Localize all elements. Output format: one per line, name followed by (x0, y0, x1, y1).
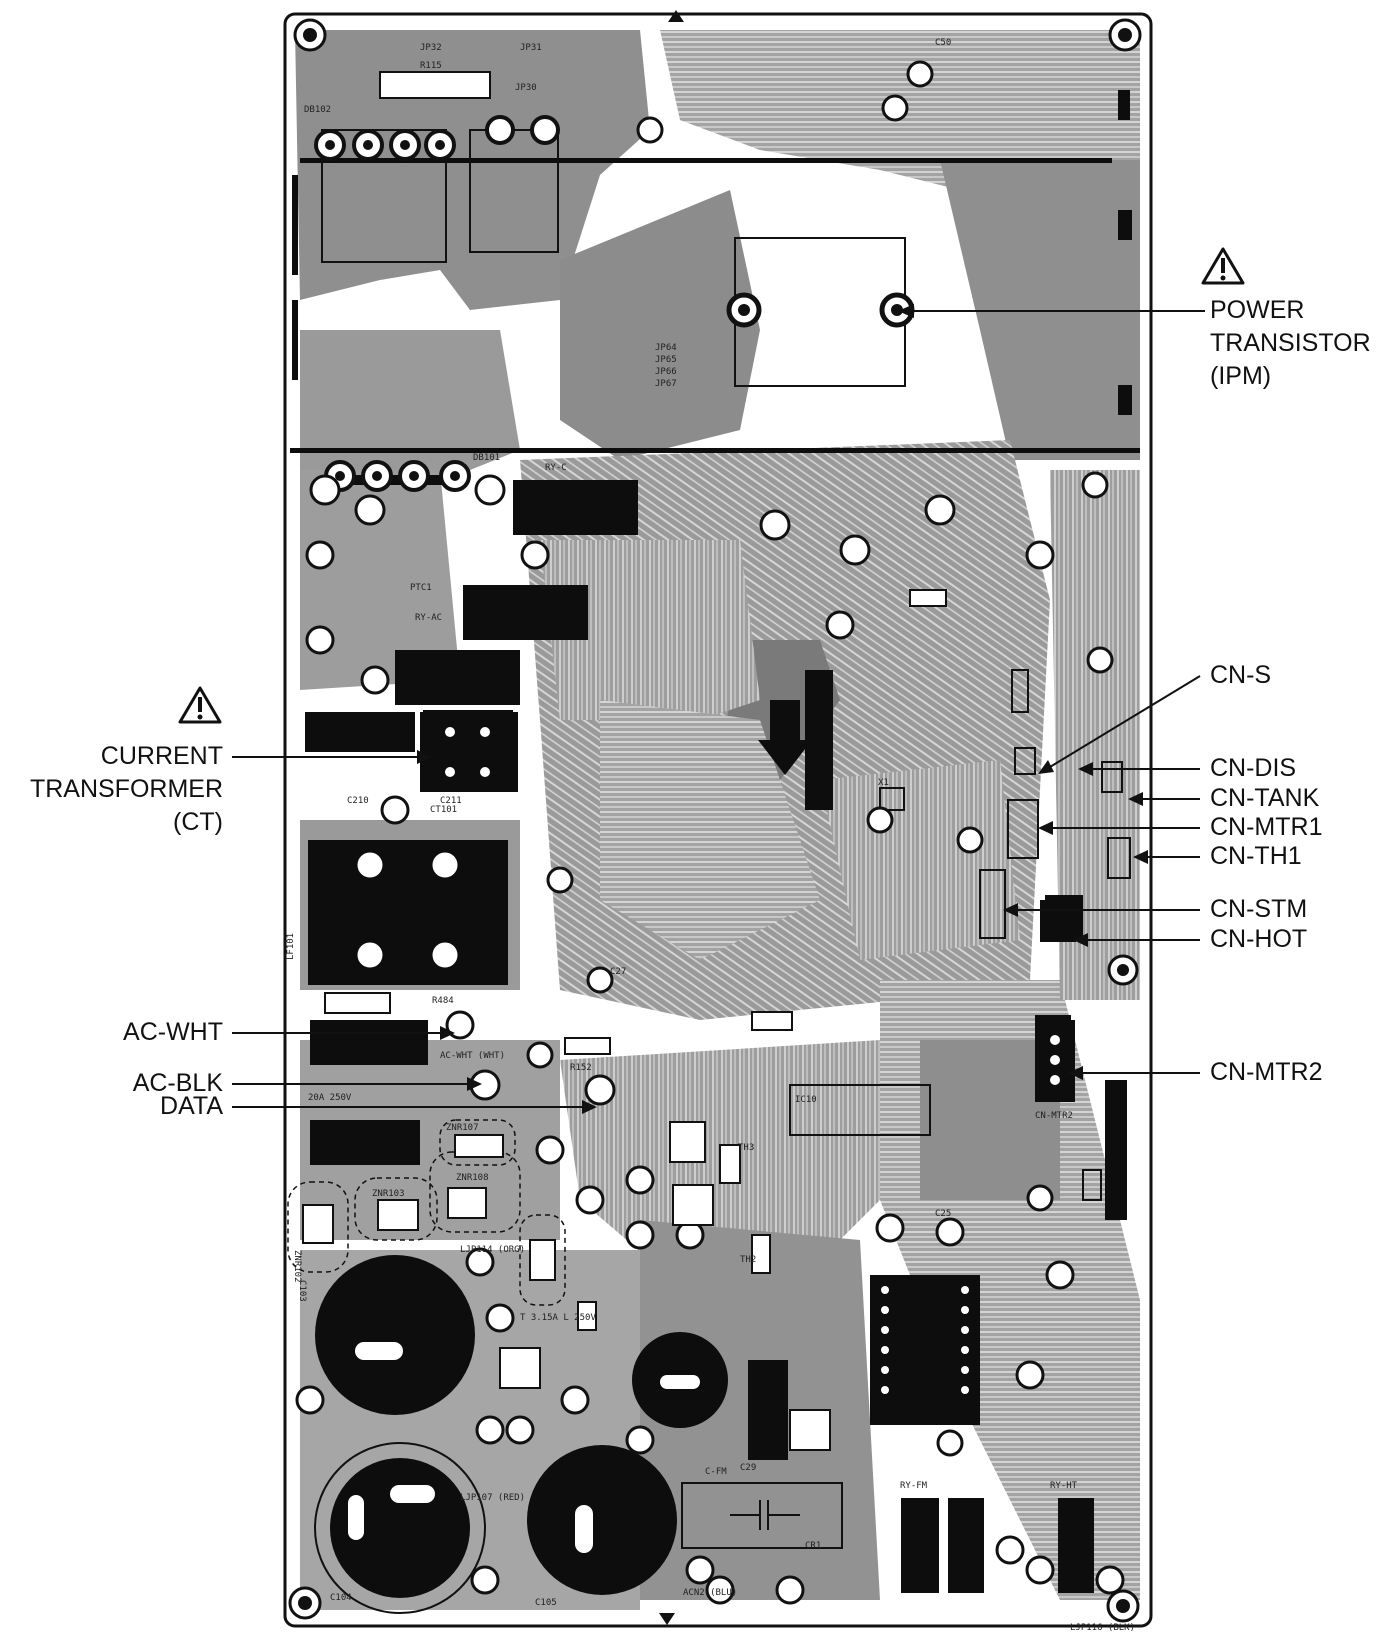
callout-ac-blk: AC-BLK (132, 1069, 223, 1097)
label-c50: C50 (935, 38, 951, 48)
ipm-module (726, 237, 915, 387)
callout-leaders (232, 304, 1205, 1114)
label-acn2: ACN2 (BLU) (683, 1588, 737, 1598)
warning-icon (1201, 247, 1245, 285)
label-jp65: JP65 (655, 355, 677, 365)
label-jp30: JP30 (515, 83, 537, 93)
callout-cn-tank: CN-TANK (1210, 784, 1320, 812)
label-ry-fm: RY-FM (900, 1481, 928, 1491)
callout-ac-wht: AC-WHT (123, 1018, 223, 1046)
label-ac-wht-board: AC-WHT (WHT) (440, 1051, 505, 1061)
label-jp64: JP64 (655, 343, 677, 353)
current-transformer: CT101 (420, 712, 518, 815)
label-c211: C211 (440, 796, 462, 806)
label-ic10: IC10 (795, 1095, 817, 1105)
label-c105: C105 (535, 1598, 557, 1608)
label-r484: R484 (432, 996, 454, 1006)
callout-power-transistor-line1: POWER (1210, 296, 1305, 324)
label-c27: C27 (610, 967, 626, 977)
label-fuse-t: T 3.15A L 250V (520, 1313, 596, 1323)
label-ljp114: LJP114 (ORG) (460, 1245, 525, 1255)
label-fuse: 20A 250V (308, 1093, 352, 1103)
label-ct101: CT101 (430, 805, 457, 815)
callout-data: DATA (160, 1092, 223, 1120)
label-x1: X1 (878, 778, 889, 788)
label-ljp107: LJP107 (RED) (460, 1493, 525, 1503)
label-znr108: ZNR108 (456, 1173, 489, 1183)
board-marker-bottom (659, 1613, 675, 1625)
label-jp67: JP67 (655, 379, 677, 389)
label-ptc1: PTC1 (410, 583, 432, 593)
electrolytic-capacitors: C103 C104 C105 (297, 1255, 728, 1614)
callout-current-transformer-line1: CURRENT (100, 742, 223, 770)
label-znr107: ZNR107 (446, 1123, 479, 1133)
label-lf101: LF101 (286, 933, 296, 960)
label-ry-c: RY-C (545, 463, 567, 473)
label-c210: C210 (347, 796, 369, 806)
callout-cn-mtr2: CN-MTR2 (1210, 1058, 1323, 1086)
callout-cn-hot: CN-HOT (1210, 925, 1308, 953)
connectors (979, 669, 1131, 1201)
label-c104: C104 (330, 1593, 352, 1603)
label-ry-ac: RY-AC (415, 613, 442, 623)
callout-power-transistor: POWER TRANSISTOR (IPM) (1210, 294, 1371, 393)
label-th2: TH2 (740, 1255, 756, 1265)
warning-icon (178, 686, 222, 724)
label-znr103: ZNR103 (372, 1189, 405, 1199)
callout-cn-mtr1: CN-MTR1 (1210, 813, 1323, 841)
label-c25: C25 (935, 1209, 951, 1219)
terminal-pads (295, 60, 1125, 1605)
small-components (324, 71, 947, 1451)
board-marker-top (668, 10, 684, 22)
callout-current-transformer-line3: (CT) (173, 808, 223, 836)
label-c-fm: C-FM (705, 1467, 727, 1477)
label-c103: C103 (297, 1280, 307, 1302)
label-db102: DB102 (304, 105, 331, 115)
label-cn-mtr2-board: CN-MTR2 (1035, 1111, 1073, 1121)
label-znr102: ZNR102 (292, 1250, 302, 1283)
label-jp66: JP66 (655, 367, 677, 377)
label-r115: R115 (420, 61, 442, 71)
callout-current-transformer: CURRENT TRANSFORMER (CT) (30, 740, 223, 839)
callout-cn-dis: CN-DIS (1210, 754, 1297, 782)
callout-cn-s: CN-S (1210, 661, 1272, 689)
callout-current-transformer-line2: TRANSFORMER (29, 775, 223, 803)
label-c29: C29 (740, 1463, 756, 1473)
label-ljp116: LJP116 (BLK) (1070, 1623, 1135, 1633)
line-filter: LF101 (286, 840, 508, 985)
callout-cn-stm: CN-STM (1210, 895, 1308, 923)
label-cr1: CR1 (805, 1541, 821, 1551)
label-r152: R152 (570, 1063, 592, 1073)
integrated-circuits: IC10 X1 (748, 670, 980, 1460)
label-ry-ht: RY-HT (1050, 1481, 1078, 1491)
fan-capacitor: C-FM (681, 1467, 843, 1549)
label-jp32: JP32 (420, 43, 442, 53)
callout-power-transistor-line2: TRANSISTOR (1210, 329, 1371, 357)
label-db101: DB101 (473, 453, 500, 463)
varistor-bodies (302, 1134, 556, 1281)
label-jp31: JP31 (520, 43, 542, 53)
mounting-holes (288, 18, 1142, 1623)
callout-cn-th1: CN-TH1 (1210, 842, 1302, 870)
relays (305, 480, 1094, 1593)
callout-power-transistor-line3: (IPM) (1210, 362, 1272, 390)
label-th3: TH3 (738, 1143, 754, 1153)
